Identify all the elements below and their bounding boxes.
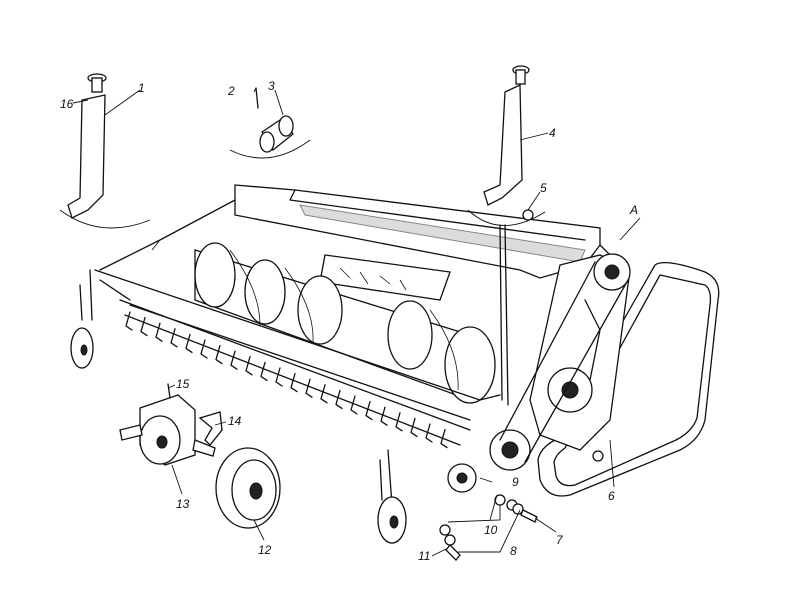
reel-tine bbox=[230, 350, 238, 370]
reel-tine bbox=[380, 406, 388, 426]
callout-2: 2 bbox=[227, 84, 235, 98]
reel-tine bbox=[275, 367, 283, 387]
callout-7: 7 bbox=[556, 533, 564, 547]
reel-tine bbox=[410, 417, 418, 438]
callout-view-a: A bbox=[629, 203, 638, 217]
callout-5: 5 bbox=[540, 181, 547, 195]
callout-labels: 1 2 3 4 5 A 6 7 8 9 10 11 12 13 14 15 16 bbox=[60, 79, 638, 563]
callout-8: 8 bbox=[510, 544, 517, 558]
wheels bbox=[70, 269, 407, 544]
callout-11: 11 bbox=[418, 549, 430, 563]
reel-tine bbox=[245, 356, 253, 376]
callout-13: 13 bbox=[176, 497, 190, 511]
reel-tine bbox=[290, 372, 298, 393]
reel-tine bbox=[305, 378, 313, 398]
drive-shield bbox=[447, 253, 720, 497]
reel-tine bbox=[155, 322, 163, 342]
callout-3: 3 bbox=[268, 79, 275, 93]
reel-tine bbox=[170, 328, 178, 348]
part-3-bushing bbox=[229, 87, 311, 159]
reel-tine bbox=[395, 412, 403, 432]
reel-tine bbox=[425, 423, 433, 443]
callout-16: 16 bbox=[60, 97, 74, 111]
callout-14: 14 bbox=[228, 414, 242, 428]
callout-4: 4 bbox=[549, 126, 556, 140]
reel-tine bbox=[365, 400, 373, 421]
reel-tine bbox=[350, 395, 358, 415]
leader-lines bbox=[72, 87, 641, 557]
reel-tine bbox=[185, 333, 193, 354]
callout-6: 6 bbox=[608, 489, 615, 503]
part-13-hub bbox=[119, 383, 223, 466]
reel-tine bbox=[440, 428, 448, 449]
part-12-pulley bbox=[215, 447, 281, 529]
reel-tine bbox=[200, 339, 208, 359]
auger-assembly bbox=[194, 242, 496, 404]
part-4-lever bbox=[467, 65, 546, 406]
callout-12: 12 bbox=[258, 543, 272, 557]
callout-9: 9 bbox=[512, 475, 519, 489]
reel-tine bbox=[320, 384, 328, 404]
reel-tine bbox=[260, 361, 268, 382]
reel-tine bbox=[215, 344, 223, 365]
part-1-lever bbox=[59, 73, 151, 229]
reel-tine bbox=[125, 311, 133, 331]
reel-tine bbox=[140, 316, 148, 337]
reel-tine bbox=[335, 389, 343, 410]
fasteners bbox=[439, 494, 538, 561]
callout-15: 15 bbox=[176, 377, 190, 391]
pickup-reel bbox=[94, 269, 501, 449]
callout-1: 1 bbox=[138, 81, 145, 95]
callout-10: 10 bbox=[484, 523, 498, 537]
